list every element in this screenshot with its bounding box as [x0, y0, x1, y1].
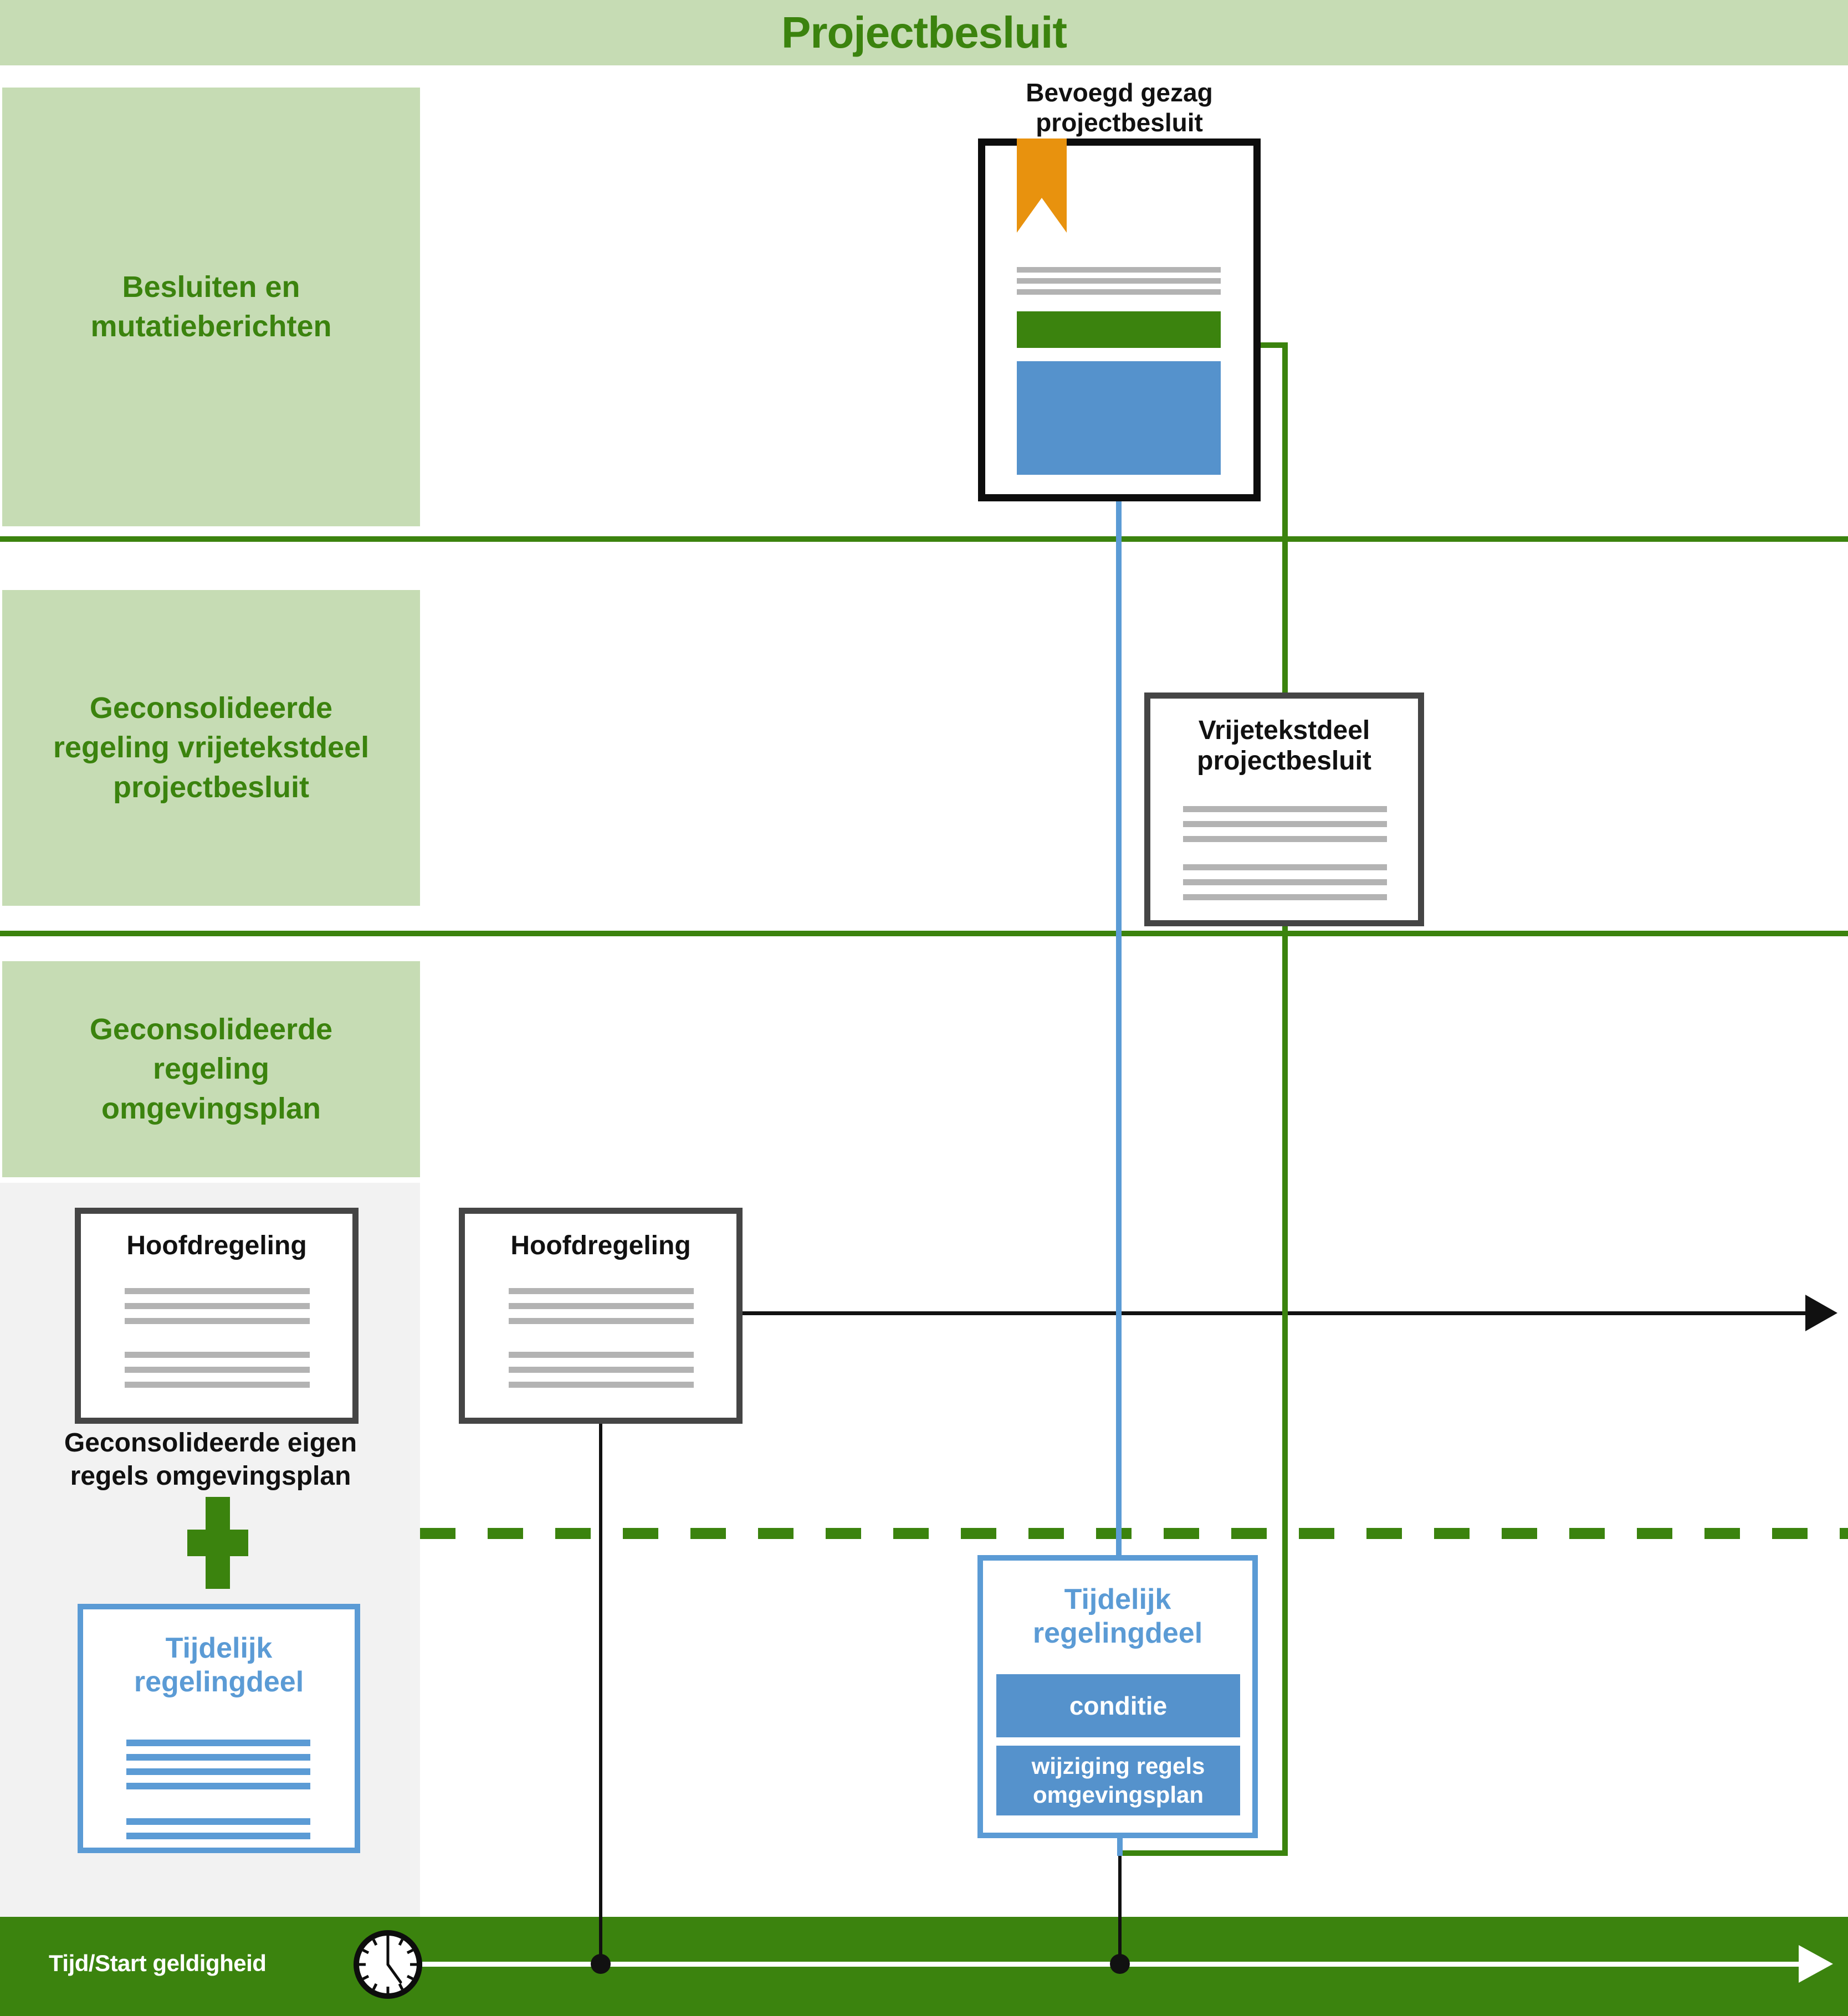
hoofdregeling-arrow-line	[743, 1311, 1809, 1315]
timeline-label: Tijd/Start geldigheid	[49, 1950, 267, 1976]
text-line	[126, 1740, 310, 1746]
hoofdregeling-title: Hoofdregeling	[126, 1231, 307, 1260]
text-line	[125, 1352, 310, 1358]
row-label-text: Geconsolideerde regeling omgevingsplan	[89, 1013, 333, 1125]
hoofdregeling-consolidated-box: Hoofdregeling	[75, 1208, 359, 1424]
besluit-blue-bar	[1017, 361, 1221, 475]
tijdelijk-drop-line	[1118, 1856, 1122, 1964]
text-line	[125, 1367, 310, 1373]
text-line	[509, 1318, 694, 1324]
timeline-event-dot	[591, 1954, 611, 1974]
text-line	[1017, 278, 1221, 284]
text-line	[1183, 864, 1387, 870]
text-line	[125, 1288, 310, 1294]
eigen-regels-caption: Geconsolideerde eigen regels omgevingspl…	[64, 1428, 357, 1491]
row-divider	[0, 931, 1848, 936]
text-line	[126, 1754, 310, 1761]
text-line	[125, 1318, 310, 1324]
tijdelijk-title: Tijdelijk regelingdeel	[134, 1632, 304, 1699]
text-line	[125, 1382, 310, 1388]
plus-icon	[187, 1530, 248, 1556]
row-label-besluiten: Besluiten en mutatieberichten	[2, 88, 420, 526]
green-connector-vertical-upper	[1282, 342, 1288, 692]
timeline-event-dot	[1110, 1954, 1130, 1974]
clock-icon	[349, 1926, 427, 2003]
text-line	[509, 1352, 694, 1358]
hoofdregeling-drop-line	[599, 1424, 602, 1964]
row-label-text: Geconsolideerde regeling vrijetekstdeel …	[53, 691, 370, 804]
blue-connector-vertical	[1116, 475, 1122, 1555]
blue-connector-stub	[1117, 1838, 1123, 1856]
text-line	[509, 1288, 694, 1294]
text-line	[509, 1382, 694, 1388]
green-connector-horizontal-bottom	[1120, 1850, 1288, 1856]
tijdelijk-consolidated-box: Tijdelijk regelingdeel	[78, 1604, 360, 1853]
text-line	[126, 1818, 310, 1825]
besluit-document-caption: Bevoegd gezag projectbesluit	[1026, 78, 1213, 137]
timeline-arrow-icon	[1799, 1945, 1833, 1983]
text-line	[126, 1783, 310, 1789]
hoofdregeling-timeline-box: Hoofdregeling	[459, 1208, 743, 1424]
text-line	[1017, 289, 1221, 295]
green-connector-vertical-lower	[1282, 926, 1288, 1856]
banner: Projectbesluit	[0, 0, 1848, 65]
besluit-document	[978, 138, 1261, 501]
text-line	[1183, 821, 1387, 827]
text-line	[1183, 879, 1387, 885]
besluit-green-bar	[1017, 311, 1221, 348]
text-line	[1183, 836, 1387, 842]
text-line	[1017, 267, 1221, 273]
conditie-block: conditie	[996, 1674, 1240, 1737]
row-divider	[0, 536, 1848, 542]
vrijetekstdeel-title: Vrijetekstdeel projectbesluit	[1197, 716, 1371, 776]
wijziging-label: wijziging regels omgevingsplan	[1031, 1752, 1205, 1808]
arrow-right-icon	[1805, 1295, 1837, 1331]
dashed-green-line	[420, 1528, 1848, 1539]
text-line	[126, 1768, 310, 1775]
tijdelijk-title: Tijdelijk regelingdeel	[1032, 1583, 1203, 1650]
tijdelijk-timeline-box: Tijdelijk regelingdeel conditie wijzigin…	[977, 1555, 1258, 1838]
text-line	[126, 1833, 310, 1839]
text-line	[509, 1367, 694, 1373]
hoofdregeling-title: Hoofdregeling	[510, 1231, 691, 1260]
bookmark-icon	[1017, 138, 1067, 233]
wijziging-block: wijziging regels omgevingsplan	[996, 1746, 1240, 1815]
vrijetekstdeel-box: Vrijetekstdeel projectbesluit	[1144, 692, 1424, 926]
text-line	[1183, 894, 1387, 900]
page-title: Projectbesluit	[781, 8, 1067, 57]
text-line	[125, 1303, 310, 1309]
row-label-text: Besluiten en mutatieberichten	[90, 270, 332, 343]
conditie-label: conditie	[1069, 1691, 1168, 1720]
text-line	[1183, 806, 1387, 812]
row-label-omgevingsplan: Geconsolideerde regeling omgevingsplan	[2, 961, 420, 1177]
row-label-vrijetekstdeel: Geconsolideerde regeling vrijetekstdeel …	[2, 590, 420, 906]
text-line	[509, 1303, 694, 1309]
